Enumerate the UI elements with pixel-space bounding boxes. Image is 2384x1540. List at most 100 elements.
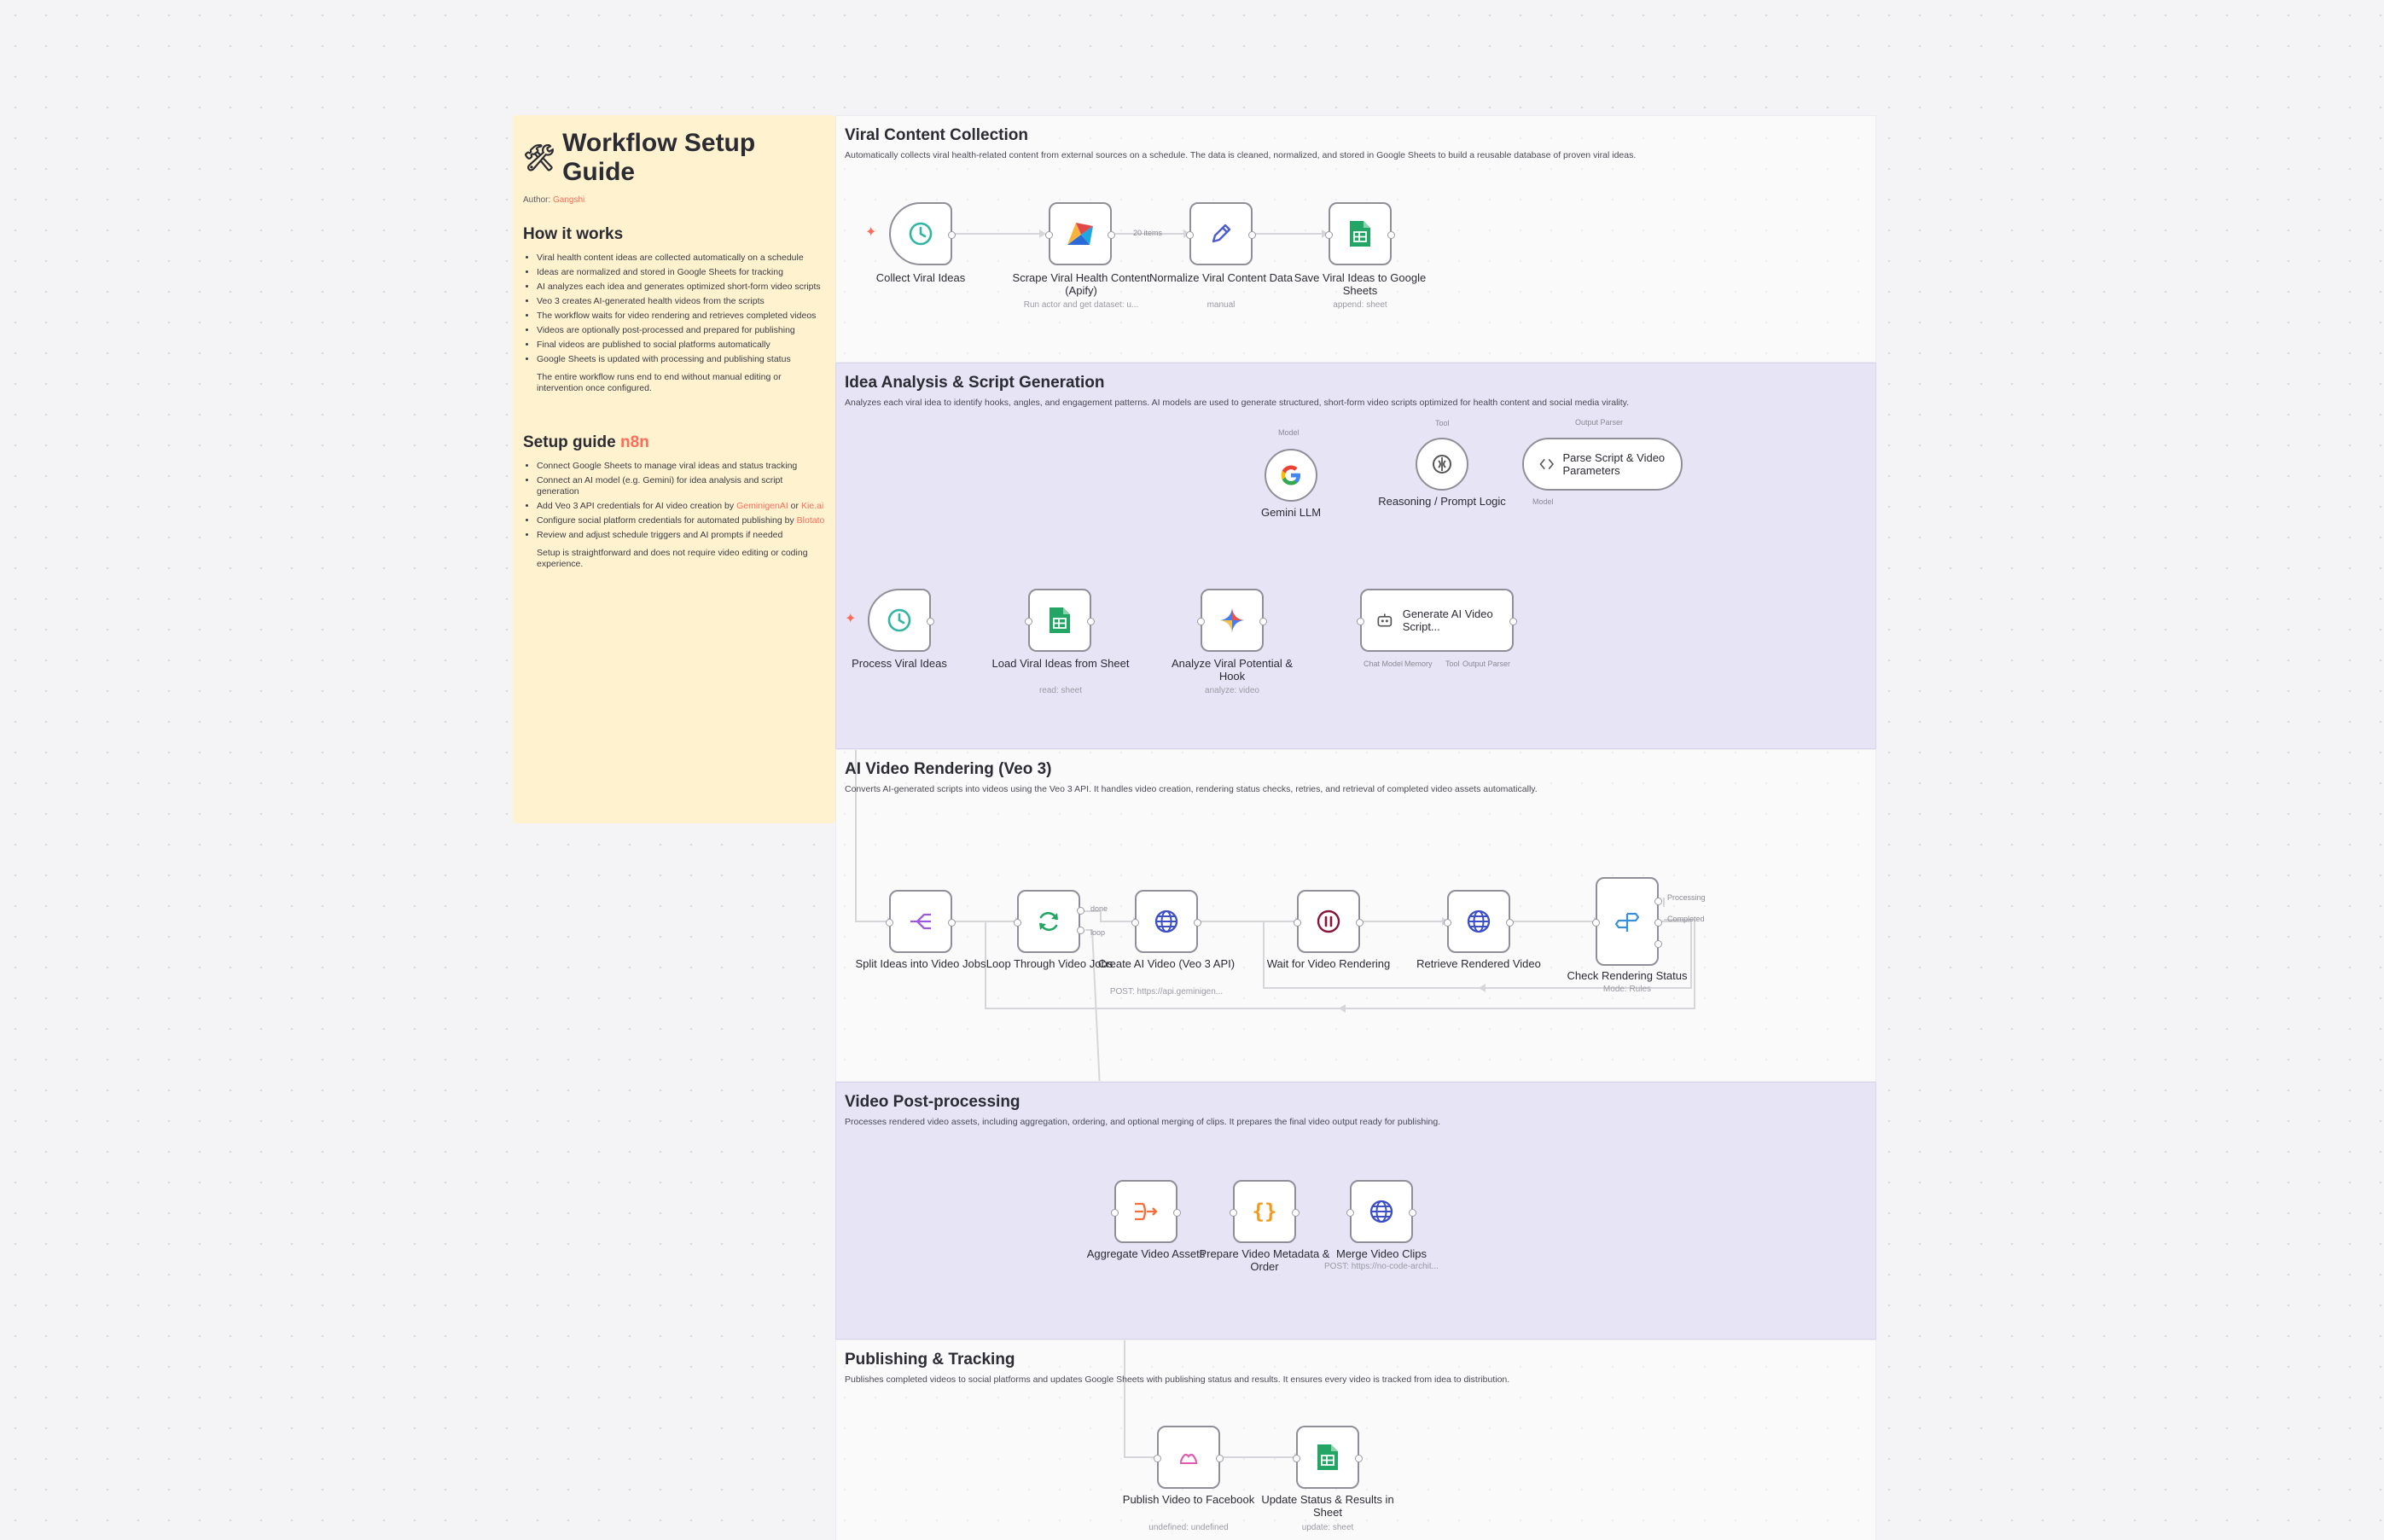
list-item: Viral health content ideas are collected… [537, 253, 825, 264]
output-port[interactable] [1194, 919, 1201, 927]
node-retrieve-rendered-video[interactable] [1444, 890, 1514, 953]
node-save-google-sheets[interactable] [1325, 202, 1395, 265]
output-port[interactable] [1248, 231, 1256, 239]
node-process-viral-ideas[interactable] [868, 589, 934, 652]
input-port[interactable] [1025, 618, 1032, 625]
output-port[interactable] [1356, 919, 1364, 927]
node-aggregate-video-assets[interactable] [1111, 1180, 1181, 1243]
output-port[interactable] [1087, 618, 1095, 625]
output-port-processing[interactable] [1654, 898, 1662, 905]
node-update-status-sheet[interactable] [1293, 1426, 1363, 1489]
input-port[interactable] [1045, 231, 1053, 239]
author-link[interactable]: Gangshi [553, 195, 585, 205]
node-check-rendering-status[interactable] [1592, 877, 1662, 966]
node-label: Save Viral Ideas to Google Sheets [1294, 271, 1427, 297]
node-subtitle: Mode: Rules [1602, 985, 1652, 994]
input-port[interactable] [1357, 618, 1364, 625]
node-prepare-video-metadata[interactable]: {} [1230, 1180, 1300, 1243]
output-port[interactable] [948, 919, 956, 927]
section-idea-analysis[interactable]: Idea Analysis & Script Generation Analyz… [835, 363, 1876, 749]
output-port[interactable] [1506, 919, 1514, 927]
node-analyze-viral-potential[interactable] [1197, 589, 1267, 652]
output-port[interactable] [1292, 1209, 1300, 1217]
loop-loop-port[interactable] [1077, 927, 1084, 934]
node-label: Loop Through Video Jobs [986, 957, 1114, 970]
node-split-ideas[interactable] [886, 890, 956, 953]
input-port[interactable] [1293, 1455, 1300, 1462]
node-label: Generate AI Video Script... [1402, 607, 1493, 633]
geminigen-link[interactable]: GeminigenAI [736, 501, 788, 511]
input-port[interactable] [1014, 919, 1021, 927]
node-subtitle: analyze: video [1205, 686, 1259, 695]
output-port[interactable] [1355, 1455, 1363, 1462]
list-item: Connect an AI model (e.g. Gemini) for id… [537, 475, 825, 497]
node-label: Scrape Viral Health Content (Apify) [1012, 271, 1150, 297]
node-reasoning-prompt-logic[interactable] [1416, 438, 1468, 491]
input-port[interactable] [1230, 1209, 1237, 1217]
input-port[interactable] [1444, 919, 1451, 927]
kie-link[interactable]: Kie.ai [800, 501, 824, 511]
input-port[interactable] [1592, 919, 1600, 927]
node-label: Normalize Viral Content Data [1148, 271, 1294, 284]
node-scrape-apify[interactable] [1045, 202, 1115, 265]
input-port[interactable] [1154, 1455, 1161, 1462]
globe-icon [1369, 1200, 1393, 1223]
node-merge-video-clips[interactable] [1346, 1180, 1416, 1243]
node-label: Reasoning / Prompt Logic [1378, 495, 1506, 508]
split-icon [910, 913, 931, 930]
input-port[interactable] [1111, 1209, 1119, 1217]
node-subtitle: Run actor and get dataset: u... [1023, 300, 1139, 310]
node-subtitle: append: sheet [1333, 300, 1387, 310]
node-label: Parse Script & Video Parameters [1562, 451, 1666, 477]
node-gemini-llm[interactable] [1265, 449, 1317, 502]
loop-output-done: done [1090, 904, 1108, 913]
node-publish-facebook[interactable] [1154, 1426, 1224, 1489]
node-parse-script[interactable]: Parse Script & Video Parameters [1522, 438, 1683, 491]
setup-guide-note[interactable]: 🛠 Workflow Setup Guide Author: Gangshi H… [513, 115, 835, 823]
list-item: Connect Google Sheets to manage viral id… [537, 461, 825, 472]
gemini-icon [1220, 608, 1244, 632]
output-port[interactable] [1259, 618, 1267, 625]
input-port[interactable] [1131, 919, 1139, 927]
node-wait-video-rendering[interactable] [1294, 890, 1364, 953]
output-port[interactable] [927, 618, 934, 625]
node-label: Retrieve Rendered Video [1416, 957, 1541, 970]
node-generate-ai-video-script-agent[interactable]: Generate AI Video Script... [1357, 589, 1517, 652]
output-port[interactable] [1173, 1209, 1181, 1217]
node-create-ai-video[interactable] [1131, 890, 1201, 953]
switch-output-completed: Completed [1667, 915, 1705, 923]
node-normalize-data[interactable] [1186, 202, 1256, 265]
node-label: Check Rendering Status [1567, 969, 1688, 982]
output-port[interactable] [1216, 1455, 1224, 1462]
node-subtitle: undefined: undefined [1148, 1523, 1229, 1532]
section-title: Idea Analysis & Script Generation [845, 374, 1105, 392]
list-item: Videos are optionally post-processed and… [537, 325, 825, 336]
output-port-fallback[interactable] [1654, 940, 1662, 948]
section-title: AI Video Rendering (Veo 3) [845, 760, 1052, 778]
list-item: Google Sheets is updated with processing… [537, 354, 825, 365]
input-port[interactable] [1294, 919, 1301, 927]
list-item: Veo 3 creates AI-generated health videos… [537, 296, 825, 307]
pause-icon [1317, 909, 1340, 933]
input-port[interactable] [1346, 1209, 1354, 1217]
blotato-link[interactable]: Blotato [796, 515, 825, 526]
node-collect-viral-ideas[interactable] [889, 202, 956, 265]
node-subtitle: read: sheet [1038, 686, 1083, 695]
output-port-completed[interactable] [1654, 919, 1662, 927]
input-port[interactable] [1186, 231, 1194, 239]
output-port[interactable] [1108, 231, 1115, 239]
braces-icon: {} [1253, 1200, 1277, 1223]
output-port[interactable] [1409, 1209, 1416, 1217]
node-load-viral-ideas[interactable] [1025, 589, 1095, 652]
node-loop-video-jobs[interactable] [1014, 890, 1080, 953]
input-port[interactable] [886, 919, 893, 927]
input-port[interactable] [1325, 231, 1333, 239]
agent-port-output-parser: Output Parser [1462, 660, 1511, 668]
globe-icon [1154, 909, 1178, 933]
output-port[interactable] [948, 231, 956, 239]
output-port[interactable] [1509, 618, 1517, 625]
output-port[interactable] [1387, 231, 1395, 239]
loop-done-port[interactable] [1077, 907, 1084, 915]
input-port[interactable] [1197, 618, 1205, 625]
port-tag-tool: Tool [1435, 419, 1450, 427]
